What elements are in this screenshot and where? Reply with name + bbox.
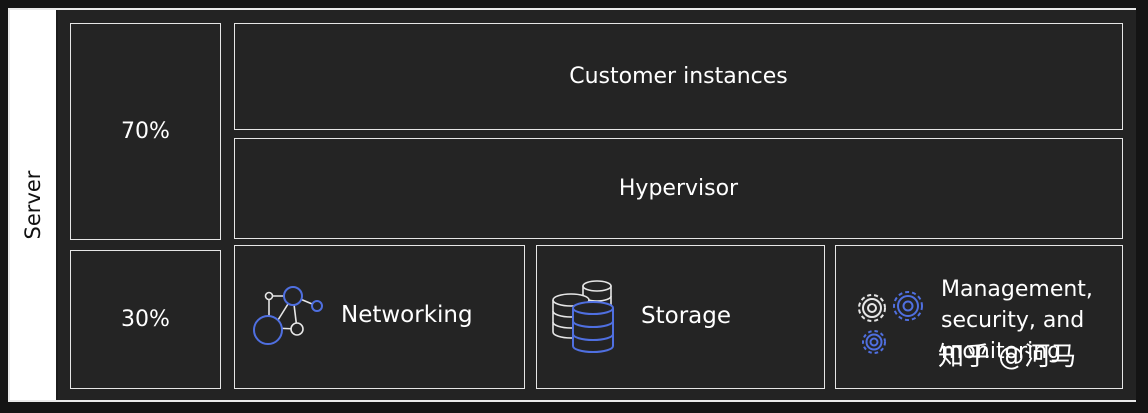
pct-30-box: 30% [70,250,221,389]
storage-label: Storage [641,303,731,329]
hypervisor-box: Hypervisor [234,138,1123,239]
management-line-2: security, and [941,308,1085,333]
pct-70-label: 70% [121,119,170,144]
server-label: Server [21,170,45,240]
pct-30-label: 30% [121,307,170,332]
management-tile: Management, security, and monitoring [835,245,1123,389]
gears-icon [858,291,923,354]
management-label: Management, security, and monitoring [941,274,1093,367]
database-icon [552,280,614,353]
networking-label: Networking [341,302,473,328]
network-icon [253,286,323,345]
management-line-1: Management, [941,277,1093,302]
storage-tile: Storage [536,245,825,389]
server-strip [10,10,56,400]
customer-instances-label: Customer instances [569,64,788,89]
management-line-3: monitoring [941,339,1062,364]
networking-tile: Networking [234,245,525,389]
customer-instances-box: Customer instances [234,23,1123,130]
hypervisor-label: Hypervisor [618,176,739,201]
pct-70-box: 70% [70,23,221,240]
watermark: 知乎 @河马 [938,342,1077,372]
